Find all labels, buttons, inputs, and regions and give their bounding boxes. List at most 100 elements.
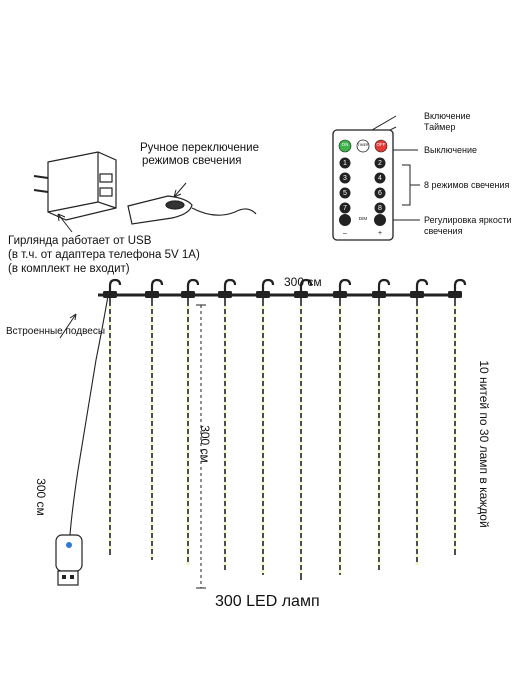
led-bulb [108, 474, 112, 477]
led-bulb [261, 346, 265, 349]
led-bulb [108, 314, 112, 317]
led-bulb [453, 426, 457, 429]
led-bulb [108, 354, 112, 357]
led-bulb [415, 354, 419, 357]
led-bulb [415, 378, 419, 381]
hook-clip [256, 291, 270, 298]
led-bulb [108, 346, 112, 349]
led-bulb [453, 522, 457, 525]
led-bulb [223, 522, 227, 525]
led-bulb [377, 434, 381, 437]
led-bulb [223, 338, 227, 341]
led-bulb [299, 442, 303, 445]
led-bulb [338, 370, 342, 373]
hook-clip [103, 291, 117, 298]
led-bulb [150, 338, 154, 341]
led-bulb [338, 338, 342, 341]
led-bulb [150, 458, 154, 461]
led-bulb [299, 354, 303, 357]
light-strand [410, 278, 429, 565]
led-bulb [261, 450, 265, 453]
led-bulb [223, 506, 227, 509]
led-bulb [186, 538, 190, 541]
usb-note-label: Гирлянда работает от USB (в т.ч. от адап… [8, 235, 200, 275]
height-label: 300 см [197, 425, 212, 463]
led-bulb [108, 434, 112, 437]
led-bulb [415, 474, 419, 477]
led-bulb [299, 402, 303, 405]
remote-off-button [374, 139, 388, 153]
led-bulb [108, 362, 112, 365]
height-dimension [196, 304, 206, 589]
callout-dim: Регулировка яркости свечения [424, 215, 512, 236]
remote-btn-timer-label: TIMER [357, 143, 369, 147]
led-bulb [338, 466, 342, 469]
led-bulb [453, 362, 457, 365]
led-bulb [261, 482, 265, 485]
hook-icon [261, 278, 275, 292]
led-bulb [299, 490, 303, 493]
led-bulb [299, 410, 303, 413]
led-bulb [453, 498, 457, 501]
led-bulb [150, 402, 154, 405]
led-bulb [108, 522, 112, 525]
led-bulb [415, 330, 419, 333]
remote-btn-7: 7 [343, 205, 347, 212]
led-bulb [186, 514, 190, 517]
led-bulb [223, 490, 227, 493]
led-bulb [377, 330, 381, 333]
callout-modes: 8 режимов свечения [424, 180, 510, 190]
led-bulb [453, 474, 457, 477]
led-bulb [338, 570, 342, 573]
led-bulb [377, 474, 381, 477]
led-bulb [186, 546, 190, 549]
led-bulb [338, 410, 342, 413]
led-bulb [223, 346, 227, 349]
led-bulb [377, 498, 381, 501]
led-bulb [338, 530, 342, 533]
led-bulb [261, 522, 265, 525]
led-bulb [223, 394, 227, 397]
led-bulb [377, 394, 381, 397]
led-bulb [415, 386, 419, 389]
led-bulb [150, 394, 154, 397]
light-strand [181, 278, 200, 565]
remote-plus-label: + [377, 230, 383, 237]
led-bulb [223, 450, 227, 453]
led-bulb [415, 466, 419, 469]
led-bulb [415, 546, 419, 549]
led-bulb [150, 450, 154, 453]
remote-btn-dim-label: DIM [358, 216, 368, 221]
remote-on-button [338, 139, 352, 153]
led-bulb [299, 546, 303, 549]
led-bulb [453, 354, 457, 357]
led-bulb [338, 474, 342, 477]
led-bulb [299, 530, 303, 533]
led-bulb [108, 370, 112, 373]
led-bulb [223, 474, 227, 477]
led-bulb [415, 450, 419, 453]
callout-on: Включение [424, 111, 471, 121]
led-bulb [150, 362, 154, 365]
led-bulb [186, 482, 190, 485]
led-bulb [150, 554, 154, 557]
led-bulb [223, 402, 227, 405]
led-bulb [338, 562, 342, 565]
led-bulb [453, 322, 457, 325]
led-bulb [150, 474, 154, 477]
led-bulb [415, 434, 419, 437]
led-bulb [453, 482, 457, 485]
led-bulb [108, 466, 112, 469]
led-bulb [415, 306, 419, 309]
led-bulb [453, 338, 457, 341]
callout-off: Выключение [424, 145, 478, 155]
remote-btn-5: 5 [343, 190, 347, 197]
led-bulb [223, 538, 227, 541]
led-bulb [377, 538, 381, 541]
led-bulb [377, 386, 381, 389]
led-bulb [299, 378, 303, 381]
usb-controller-icon [55, 534, 83, 586]
remote-btn-off-label: OFF [376, 142, 386, 147]
light-strand [448, 278, 467, 555]
led-bulb [338, 394, 342, 397]
